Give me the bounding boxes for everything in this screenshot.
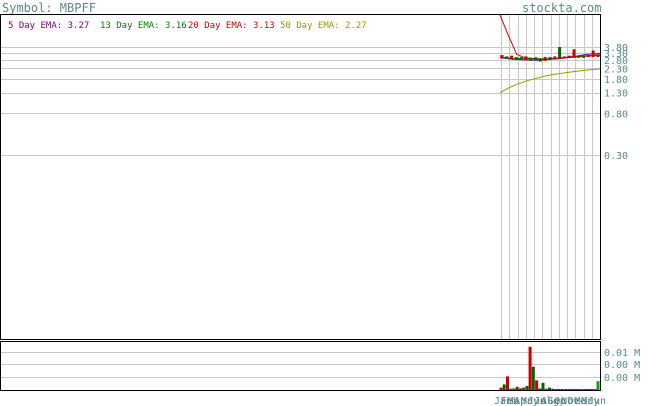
price-bar bbox=[548, 57, 552, 60]
price-bar bbox=[519, 57, 523, 60]
price-bar bbox=[553, 56, 557, 60]
volume-bar bbox=[560, 389, 564, 390]
price-tick-label: 1.80 bbox=[604, 75, 628, 86]
volume-bar bbox=[577, 389, 581, 390]
legend-entry: 20 Day EMA: 3.13 bbox=[188, 21, 275, 31]
date-tick-label: Apr bbox=[514, 396, 532, 406]
price-bar bbox=[586, 55, 590, 58]
volume-bar bbox=[541, 382, 545, 390]
date-tick-label: Jun bbox=[528, 396, 546, 406]
legend-entry: 5 Day EMA: 3.27 bbox=[8, 21, 89, 31]
date-tick-label: Mar bbox=[575, 396, 593, 406]
legend-entry: 50 Day EMA: 2.27 bbox=[280, 21, 367, 31]
volume-bar bbox=[528, 346, 532, 390]
price-bar bbox=[510, 55, 514, 60]
price-bar bbox=[591, 50, 595, 58]
price-bar bbox=[558, 47, 562, 59]
volume-bar bbox=[580, 389, 584, 390]
volume-bar bbox=[502, 384, 506, 390]
price-bars bbox=[500, 47, 600, 62]
date-tick-label: Aug bbox=[541, 396, 559, 406]
date-tick-label: Feb bbox=[501, 396, 519, 406]
volume-bar bbox=[535, 380, 539, 390]
date-tick-label: Sep bbox=[548, 396, 566, 406]
date-tick-label: Jun bbox=[588, 396, 606, 406]
volume-bar bbox=[557, 389, 561, 390]
date-tick-label: Jan bbox=[494, 396, 512, 406]
price-bar bbox=[582, 55, 586, 58]
volume-bar bbox=[583, 389, 587, 390]
date-tick-label: May bbox=[581, 396, 599, 406]
price-bar bbox=[543, 57, 547, 61]
price-tick-label: 0.80 bbox=[604, 109, 628, 120]
price-tick-label: 3.80 bbox=[604, 43, 628, 54]
price-tick-label: 3.30 bbox=[604, 49, 628, 60]
volume-bars bbox=[499, 346, 600, 390]
volume-bar bbox=[518, 388, 522, 390]
volume-bar bbox=[567, 389, 571, 390]
volume-bar bbox=[570, 389, 574, 390]
volume-bar bbox=[548, 387, 551, 390]
volume-bar bbox=[590, 389, 593, 390]
volume-axis-labels: 0.01 M0.00 M0.00 M bbox=[604, 348, 640, 384]
price-bar bbox=[500, 55, 504, 59]
price-bar bbox=[596, 54, 600, 57]
price-bar bbox=[529, 57, 533, 61]
volume-tick-label: 0.00 M bbox=[604, 373, 640, 384]
symbol-label: Symbol: MBPFF bbox=[2, 1, 96, 15]
ema-line bbox=[499, 68, 601, 94]
date-tick-label: Oct bbox=[554, 396, 572, 406]
volume-bar bbox=[499, 387, 503, 390]
volume-bar bbox=[564, 389, 568, 390]
price-panel-frame bbox=[0, 14, 601, 340]
price-axis-labels: 3.803.302.802.301.80 1.30 0.80 0.30 bbox=[604, 43, 628, 162]
volume-bar bbox=[509, 388, 513, 390]
volume-tick-label: 0.00 M bbox=[604, 360, 640, 371]
price-bar bbox=[562, 56, 566, 59]
volume-bar bbox=[525, 386, 529, 390]
volume-bar bbox=[538, 388, 542, 390]
volume-panel-frame bbox=[0, 341, 601, 391]
price-tick-label: 1.30 bbox=[604, 89, 628, 100]
price-bar bbox=[567, 55, 571, 58]
price-bar bbox=[524, 56, 528, 60]
volume-bar bbox=[554, 389, 558, 390]
volume-bar bbox=[544, 388, 548, 390]
volume-bar bbox=[506, 376, 509, 390]
price-bar bbox=[577, 55, 581, 58]
volume-bar bbox=[531, 366, 535, 390]
site-label: stockta.com bbox=[522, 1, 601, 15]
price-tick-label: 2.30 bbox=[604, 64, 628, 75]
date-tick-label: Dec bbox=[568, 396, 586, 406]
date-tick-label: May bbox=[521, 396, 539, 406]
volume-bar bbox=[512, 388, 516, 390]
volume-bar bbox=[522, 387, 526, 390]
date-tick-label: Mar bbox=[507, 396, 525, 406]
price-bar bbox=[505, 56, 509, 59]
price-bar bbox=[572, 49, 576, 58]
volume-bar bbox=[573, 389, 577, 390]
price-tick-label: 0.30 bbox=[604, 151, 628, 162]
date-tick-label: Nov bbox=[561, 396, 579, 406]
volume-bar bbox=[551, 388, 555, 390]
price-tick-label: 2.80 bbox=[604, 56, 628, 67]
volume-grid bbox=[1, 352, 600, 378]
price-bar bbox=[538, 58, 542, 62]
price-bar bbox=[534, 57, 538, 61]
legend-entry: 13 Day EMA: 3.16 bbox=[100, 21, 187, 31]
volume-bar bbox=[596, 381, 600, 390]
volume-tick-label: 0.01 M bbox=[604, 348, 640, 359]
volume-bar bbox=[586, 389, 590, 390]
date-tick-label: Jul bbox=[534, 396, 552, 406]
price-grid bbox=[1, 15, 600, 339]
volume-bar bbox=[593, 389, 597, 390]
price-bar bbox=[514, 57, 518, 59]
volume-bar bbox=[515, 386, 519, 390]
date-axis-labels: JanFebMarAprMayJunJulAugSepOctNovDecMarM… bbox=[494, 396, 606, 406]
